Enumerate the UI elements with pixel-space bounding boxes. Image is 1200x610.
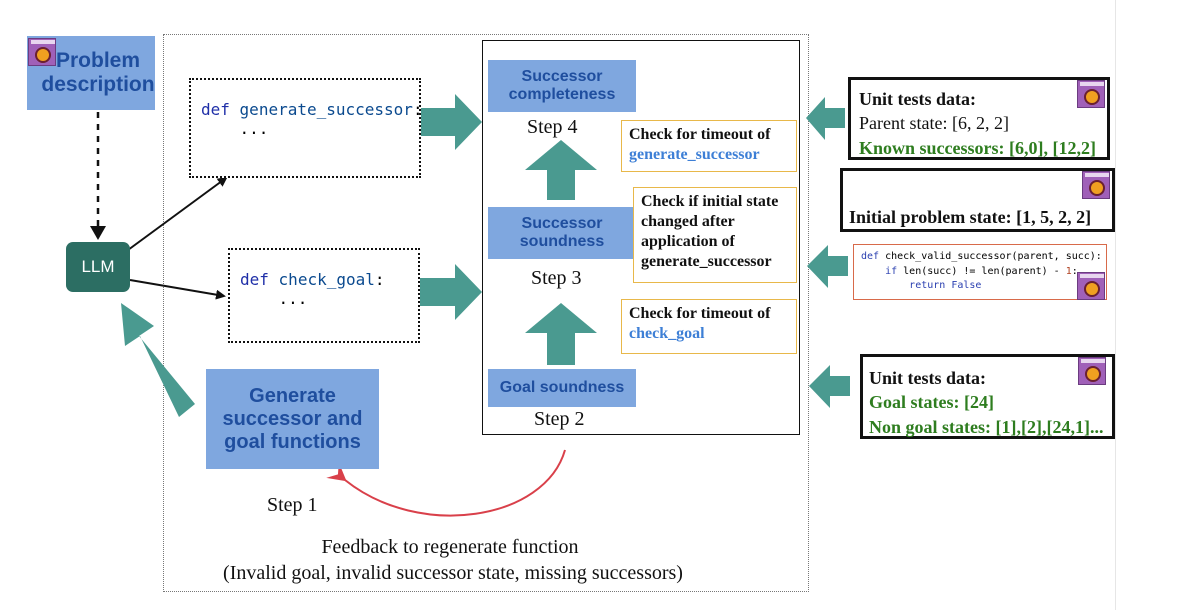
timeout-successor-fn: generate_successor bbox=[629, 146, 760, 163]
generate-keyword: def bbox=[201, 100, 230, 119]
goal-function-name: check_goal bbox=[278, 270, 375, 289]
initial-problem-state: Initial problem state: [1, 5, 2, 2] bbox=[849, 207, 1092, 227]
problem-description-label: Problem description bbox=[41, 48, 155, 96]
successor-soundness-box: Successor soundness bbox=[488, 207, 636, 259]
math-game-thumbnail-icon bbox=[1082, 171, 1110, 199]
step2-label: Step 2 bbox=[534, 408, 585, 430]
llm-to-generate-arrow bbox=[127, 176, 228, 251]
validator-false: False bbox=[945, 280, 982, 291]
llm-to-goal-arrow bbox=[129, 279, 226, 300]
timeout-successor-prefix: Check for timeout of bbox=[629, 126, 771, 143]
math-game-thumbnail-icon bbox=[1077, 80, 1105, 108]
generate-body: ... bbox=[239, 119, 269, 138]
math-game-thumbnail-icon bbox=[1078, 357, 1106, 385]
successor-unit-tests-box: Unit tests data: Parent state: [6, 2, 2]… bbox=[848, 77, 1110, 160]
problem-to-llm-head bbox=[90, 226, 106, 240]
step1-label: Step 1 bbox=[267, 494, 318, 516]
generate-functions-box: Generate successor and goal functions bbox=[206, 369, 379, 469]
successor-data-arrow bbox=[806, 97, 845, 140]
feedback-title: Feedback to regenerate function bbox=[321, 536, 579, 558]
timeout-successor-check: Check for timeout of generate_successor bbox=[621, 120, 797, 172]
generate-to-llm-arrow bbox=[121, 303, 195, 417]
timeout-goal-check: Check for timeout of check_goal bbox=[621, 299, 797, 354]
goal-body: ... bbox=[278, 289, 308, 308]
step4-label: Step 4 bbox=[527, 116, 578, 138]
successor-completeness-box: Successor completeness bbox=[488, 60, 636, 112]
initial-state-box: Initial problem state: [1, 5, 2, 2] bbox=[840, 168, 1115, 232]
feedback-arrow bbox=[326, 449, 566, 517]
validator-if: if bbox=[885, 265, 898, 277]
successor-soundness-label: Successor soundness bbox=[519, 214, 605, 250]
llm-box: LLM bbox=[66, 242, 130, 292]
validator-def: def bbox=[861, 251, 880, 262]
validator-signature: check_valid_successor(parent, succ): bbox=[879, 251, 1102, 262]
goal-unit-tests-box: Unit tests data: Goal states: [24] Non g… bbox=[860, 354, 1115, 439]
generate-functions-label: Generate successor and goal functions bbox=[222, 384, 363, 453]
math-game-thumbnail-icon bbox=[1077, 272, 1105, 300]
steps-frame bbox=[482, 40, 800, 435]
llm-label: LLM bbox=[81, 257, 115, 276]
page-edge-divider bbox=[1115, 0, 1116, 610]
non-goal-states: Non goal states: [1],[2],[24,1]... bbox=[869, 416, 1104, 437]
known-successors: Known successors: [6,0], [12,2] bbox=[859, 137, 1096, 158]
goal-soundness-label: Goal soundness bbox=[499, 378, 625, 396]
goal-data-arrow bbox=[809, 365, 850, 408]
timeout-goal-fn: check_goal bbox=[629, 325, 705, 342]
parent-state: Parent state: [6, 2, 2] bbox=[859, 113, 1009, 134]
goal-colon: : bbox=[374, 270, 385, 289]
validator-condition: len(succ) != len(parent) - bbox=[897, 265, 1066, 277]
generate-successor-code: def generate_successor: ... bbox=[189, 78, 423, 178]
feedback-detail: (Invalid goal, invalid successor state, … bbox=[223, 562, 683, 584]
timeout-goal-prefix: Check for timeout of bbox=[629, 305, 771, 322]
generate-colon: : bbox=[412, 100, 423, 119]
validator-number: 1 bbox=[1065, 265, 1072, 277]
successor-completeness-label: Successor completeness bbox=[508, 67, 616, 103]
validator-arrow bbox=[807, 245, 848, 288]
goal-to-steps-arrow bbox=[420, 264, 482, 320]
successor-unit-tests-title: Unit tests data: bbox=[859, 89, 976, 109]
step3-to-step4-arrow bbox=[525, 140, 597, 200]
math-game-thumbnail-icon bbox=[28, 38, 56, 66]
generate-to-steps-arrow bbox=[420, 94, 482, 150]
validator-return: return bbox=[909, 280, 946, 291]
goal-keyword: def bbox=[240, 270, 269, 289]
pipeline-frame bbox=[163, 34, 809, 592]
goal-states: Goal states: [24] bbox=[869, 392, 994, 413]
validator-colon: : bbox=[1071, 265, 1078, 277]
goal-unit-tests-title: Unit tests data: bbox=[869, 368, 986, 388]
check-goal-code: def check_goal: ... bbox=[228, 248, 420, 343]
initial-state-check-text: Check if initial state changed after app… bbox=[641, 193, 779, 270]
generate-function-name: generate_successor bbox=[239, 100, 413, 119]
step2-to-step3-arrow bbox=[525, 303, 597, 365]
initial-state-check: Check if initial state changed after app… bbox=[633, 187, 797, 283]
validator-code-box: def check_valid_successor(parent, succ):… bbox=[853, 244, 1107, 300]
goal-soundness-box: Goal soundness bbox=[488, 369, 636, 407]
step3-label: Step 3 bbox=[531, 267, 582, 289]
